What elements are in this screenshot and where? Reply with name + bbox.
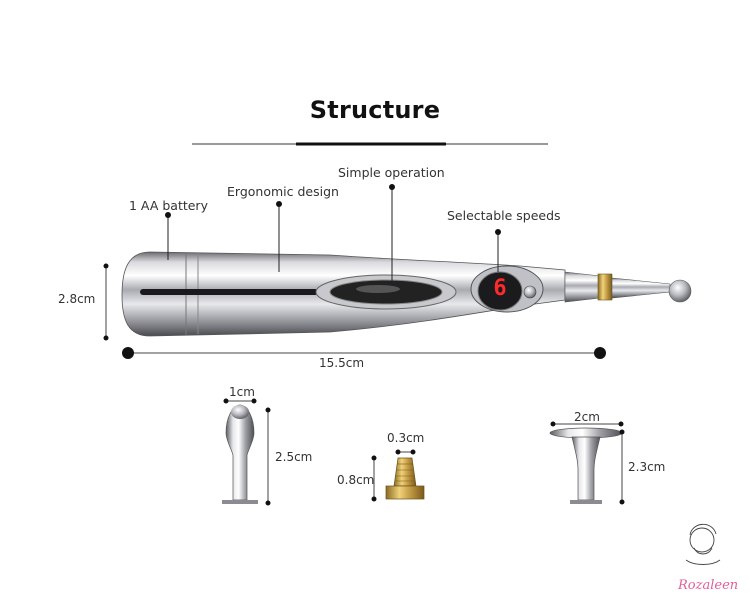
tip1-width-label: 1cm [229, 385, 255, 399]
brass-tip [385, 457, 425, 500]
pen-length-label: 15.5cm [319, 356, 365, 370]
tip3-height-label: 2.3cm [628, 460, 666, 474]
pen-height-label: 2.8cm [58, 292, 96, 306]
callout-speeds: Selectable speeds [447, 208, 561, 223]
callout-operation: Simple operation [338, 165, 445, 180]
callout-ergonomic: Ergonomic design [227, 184, 339, 199]
ball-tip [222, 404, 258, 504]
speed-digit: 6 [493, 276, 507, 301]
brand-name: Rozaleen [678, 578, 739, 593]
tip3-width-label: 2cm [574, 410, 600, 424]
speed-display [470, 265, 544, 313]
brand-logo-icon [685, 523, 721, 565]
page-title: Structure [309, 96, 441, 124]
tip2-width-label: 0.3cm [387, 431, 425, 445]
callout-battery: 1 AA battery [129, 198, 208, 213]
tip2-height-label: 0.8cm [337, 473, 375, 487]
pen-length-dimension [122, 347, 606, 359]
callout-lines [167, 187, 499, 283]
callout-dots [165, 184, 501, 235]
disc-tip-dimensions [553, 423, 623, 502]
disc-tip [549, 427, 623, 504]
ball-tip-dimensions [226, 400, 269, 503]
acupuncture-pen [121, 251, 692, 337]
pen-height-dimension [103, 263, 109, 341]
tip1-height-label: 2.5cm [275, 450, 313, 464]
